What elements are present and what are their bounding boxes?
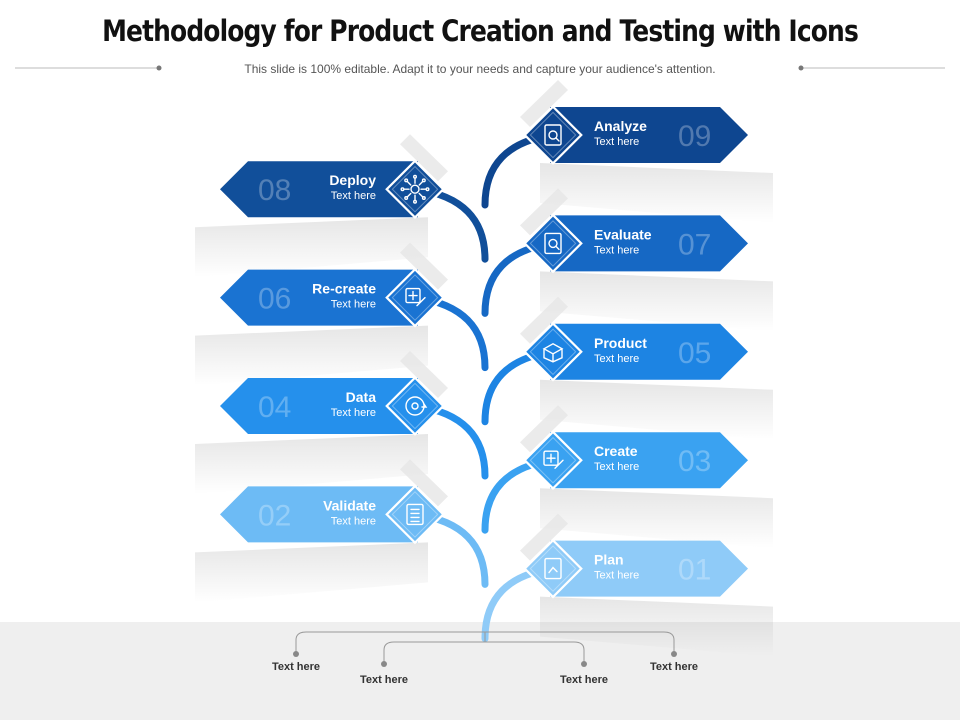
step-title: Product [594, 335, 647, 351]
step-number: 04 [258, 391, 291, 424]
arrow-body [220, 269, 418, 326]
highlight-tab [520, 80, 568, 127]
arrow-body [220, 378, 418, 434]
step-number: 01 [678, 554, 711, 587]
step-number: 09 [678, 120, 711, 153]
highlight-tab [400, 134, 448, 182]
arrow-shadow [540, 271, 773, 332]
arrow-shadow [195, 542, 428, 603]
step-text: Text here [331, 407, 376, 419]
arrow-shadow [540, 596, 773, 657]
highlight-tab [520, 405, 568, 453]
highlight-tab [400, 459, 448, 507]
open-box-icon [523, 321, 583, 382]
arrow-shadow [195, 434, 428, 494]
highlight-tab [400, 351, 448, 398]
arrow-body [550, 432, 748, 489]
footer-label: Text here [560, 674, 608, 686]
header-decoration [15, 65, 945, 71]
arrow-body [220, 486, 418, 543]
arrow-shadow [540, 163, 773, 223]
step-text: Text here [331, 190, 376, 202]
highlight-tab [400, 242, 448, 290]
arrow-shadow [195, 325, 428, 386]
checklist-icon [385, 484, 445, 545]
step-number: 03 [678, 445, 711, 478]
step-text: Text here [331, 515, 376, 527]
arrow-shadow [540, 379, 773, 440]
edit-plus-icon [385, 267, 445, 328]
footer-dot [293, 651, 299, 657]
footer-dot [381, 661, 387, 667]
arrow-body [220, 161, 418, 218]
data-cycle-icon [385, 376, 445, 436]
step-text: Text here [594, 353, 639, 365]
arrow-body [550, 540, 748, 597]
footer-dot [671, 651, 677, 657]
step-text: Text here [594, 570, 639, 582]
step-number: 02 [258, 499, 291, 532]
edit-pencil-icon [523, 430, 583, 491]
step-title: Analyze [594, 118, 647, 134]
step-text: Text here [331, 299, 376, 311]
step-text: Text here [594, 461, 639, 473]
step-title: Data [346, 389, 377, 405]
arrow-body [550, 215, 748, 272]
plan-board-icon [523, 538, 583, 599]
bottom-band [0, 622, 960, 720]
highlight-tab [520, 513, 568, 561]
step-title: Create [594, 443, 638, 459]
highlight-tab [520, 296, 568, 344]
network-hub-icon [385, 159, 445, 220]
shadows-layer [195, 163, 773, 657]
step-title: Deploy [329, 172, 376, 188]
page-title: Methodology for Product Creation and Tes… [102, 14, 859, 48]
step-number: 06 [258, 283, 291, 316]
step-title: Re-create [312, 281, 376, 297]
step-title: Evaluate [594, 226, 652, 242]
footer-label: Text here [272, 661, 320, 673]
report-search-icon [523, 105, 583, 165]
footer-inner-line [383, 641, 585, 664]
arrow-shadow [195, 217, 428, 278]
step-title: Validate [323, 497, 376, 513]
evaluation-document-icon [523, 213, 583, 274]
footer-label: Text here [360, 674, 408, 686]
arrow-shadow [540, 488, 773, 549]
step-number: 07 [678, 228, 711, 261]
step-text: Text here [594, 136, 639, 148]
arrow-body [550, 323, 748, 380]
step-title: Plan [594, 552, 624, 568]
footer-label: Text here [650, 661, 698, 673]
step-number: 05 [678, 337, 711, 370]
page-subtitle: This slide is 100% editable. Adapt it to… [244, 62, 716, 76]
footer-dot [581, 661, 587, 667]
highlight-tab [520, 188, 568, 236]
step-number: 08 [258, 174, 291, 207]
step-text: Text here [594, 244, 639, 256]
arrow-body [550, 107, 748, 163]
